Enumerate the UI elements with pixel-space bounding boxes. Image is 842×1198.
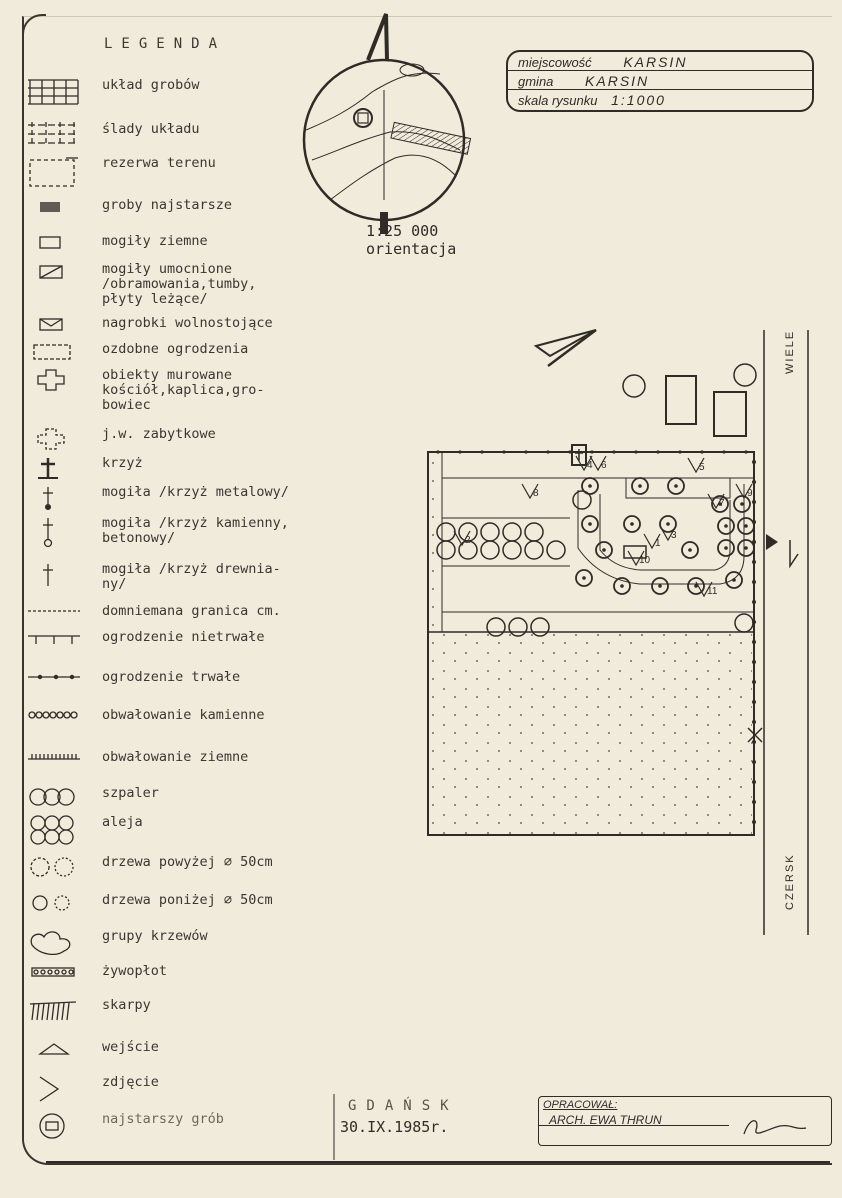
title-divider (508, 70, 812, 71)
legend-label: drzewa powyżej ∅ 50cm (102, 854, 273, 870)
metal-cross-icon (26, 485, 84, 519)
legend-label: ogrodzenie trwałe (102, 669, 241, 685)
decor-fence-icon (26, 342, 84, 368)
legend-label: j.w. zabytkowe (102, 426, 216, 442)
oldest-grave-marker-icon (26, 1112, 84, 1148)
legend-label: ślady układu (102, 121, 200, 137)
presumed-border-icon (26, 604, 84, 623)
prepared-by-label: OPRACOWAŁ: (543, 1099, 618, 1111)
small-tree-icon (26, 893, 84, 921)
cross-icon (26, 456, 84, 486)
legend-label: ogrodzenie nietrwałe (102, 629, 265, 645)
historic-object-icon (26, 427, 84, 455)
legend-label: mogiły umocnione /obramowania,tumby, pły… (102, 261, 257, 307)
legend-label: wejście (102, 1039, 159, 1055)
author-divider (539, 1125, 729, 1126)
photo-icon (26, 1075, 84, 1107)
stone-bank-icon (26, 708, 84, 728)
stone-cross-icon (26, 516, 84, 554)
living-fence-icon (26, 964, 84, 988)
wooden-cross-icon (26, 562, 84, 594)
headstone-icon (26, 316, 84, 340)
legend-label: ozdobne ogrodzenia (102, 341, 249, 357)
grid-full-icon (26, 78, 84, 110)
legend-label: obiekty murowane kościół,kaplica,gro- bo… (102, 367, 265, 413)
entrance-icon (26, 1040, 84, 1064)
legend-label: mogiła /krzyż drewnia- ny/ (102, 561, 281, 592)
legend-label: szpaler (102, 785, 159, 801)
commune-row: gmina KARSIN (518, 73, 649, 89)
legend-label: drzewa poniżej ∅ 50cm (102, 892, 273, 908)
locality-label: miejscowość (518, 55, 592, 70)
legend-label: obwałowanie ziemne (102, 749, 249, 765)
legend-label: aleja (102, 814, 143, 830)
legend-label: krzyż (102, 455, 143, 471)
footer-date: 30.IX.1985r. (340, 1118, 449, 1136)
locality-row: miejscowość KARSIN (518, 54, 687, 70)
legend-label: grupy krzewów (102, 928, 208, 944)
legend-label: nagrobki wolnostojące (102, 315, 273, 331)
title-block: miejscowość KARSIN gmina KARSIN skala ry… (506, 50, 814, 112)
legend-label: groby najstarsze (102, 197, 233, 213)
grid-dashed-icon (26, 122, 84, 152)
road-label-north: WIELE (784, 329, 796, 374)
reinforced-mound-icon (26, 262, 84, 290)
legend-label: obwałowanie kamienne (102, 707, 265, 723)
frame-corner (22, 14, 46, 38)
author-name: ARCH. EWA THRUN (549, 1113, 662, 1127)
big-tree-icon (26, 855, 84, 887)
road-label-south: CZERSK (784, 853, 796, 910)
author-box: OPRACOWAŁ: ARCH. EWA THRUN (538, 1096, 832, 1146)
slope-icon (26, 998, 84, 1030)
legend-label: żywopłot (102, 963, 168, 979)
legend-label: mogiła /krzyż kamienny, betonowy/ (102, 515, 289, 546)
legend-label: układ grobów (102, 77, 200, 93)
commune-label: gmina (518, 74, 554, 89)
perm-fence-icon (26, 670, 84, 689)
legend-label: zdjęcie (102, 1074, 159, 1090)
earth-bank-icon (26, 750, 84, 769)
hedge-row-icon (26, 786, 84, 816)
commune-value: KARSIN (585, 73, 650, 89)
legend-title: LEGENDA (104, 36, 227, 52)
temp-fence-icon (26, 630, 84, 656)
legend-label: rezerwa terenu (102, 155, 216, 171)
legend-label: najstarszy grób (102, 1111, 224, 1127)
masonry-object-icon (26, 368, 84, 396)
scale-row: skala rysunku 1:1000 (518, 92, 666, 108)
shrubs-icon (26, 929, 84, 959)
legend-label: skarpy (102, 997, 151, 1013)
alley-icon (26, 815, 84, 853)
orientation-label: orientacja (366, 240, 457, 258)
footer-city: GDAŃSK (348, 1098, 459, 1114)
legend-label: mogiły ziemne (102, 233, 208, 249)
scale-label: skala rysunku (518, 93, 598, 108)
oldest-grave-icon (26, 198, 84, 222)
title-divider (508, 89, 812, 90)
earth-mound-icon (26, 234, 84, 258)
reserve-box-icon (26, 156, 84, 194)
legend-label: mogiła /krzyż metalowy/ (102, 484, 289, 500)
orientation-scale: 1:25 000 (366, 222, 439, 240)
sheet-frame (22, 16, 832, 1165)
locality-value: KARSIN (623, 54, 688, 70)
scale-value: 1:1000 (611, 92, 666, 108)
legend-label: domniemana granica cm. (102, 603, 281, 619)
